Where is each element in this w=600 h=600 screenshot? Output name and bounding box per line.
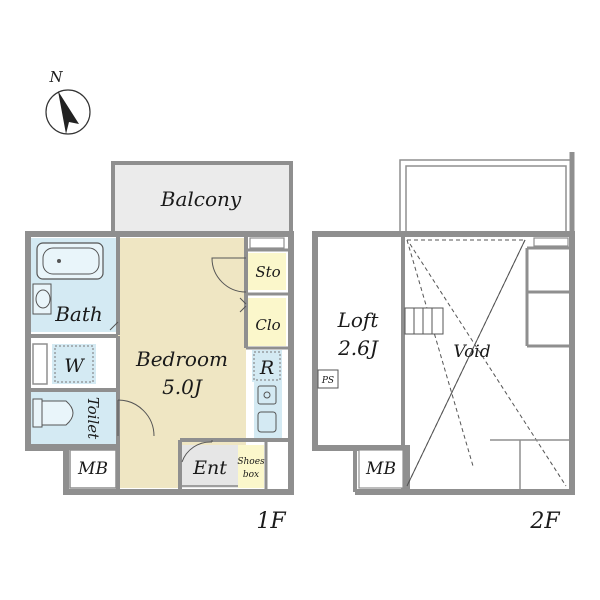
bedroom-label: Bedroom bbox=[135, 347, 228, 371]
meter-box-1f-label: MB bbox=[77, 459, 108, 479]
toilet-label: Toilet bbox=[84, 397, 102, 440]
balcony-window bbox=[124, 231, 240, 237]
bath-door bbox=[109, 321, 119, 331]
bath-label: Bath bbox=[54, 302, 103, 326]
walls-2f bbox=[312, 152, 575, 495]
entrance-label: Ent bbox=[192, 457, 227, 479]
walls-1f bbox=[25, 231, 294, 495]
toilet-icon bbox=[32, 398, 74, 428]
closet-door bbox=[239, 297, 247, 313]
entrance-door bbox=[181, 440, 213, 463]
compass: N bbox=[45, 68, 91, 135]
washer-area bbox=[52, 344, 96, 384]
fridge-box bbox=[253, 351, 281, 381]
washbasin-icon bbox=[32, 283, 52, 315]
closet-area bbox=[248, 298, 286, 346]
ladder-icon bbox=[404, 307, 444, 335]
compass-north-label: N bbox=[48, 68, 63, 86]
bedroom-size-label: 5.0J bbox=[162, 375, 203, 399]
compass-needle-icon bbox=[58, 91, 79, 134]
meter-box-2f bbox=[358, 449, 404, 489]
kitchen-icon bbox=[257, 385, 277, 433]
loft-window bbox=[312, 290, 318, 358]
upper-balcony-outline bbox=[399, 159, 573, 234]
shoes-box-label-line2: box bbox=[243, 470, 259, 480]
lower-right-block bbox=[490, 439, 572, 490]
washer-box bbox=[54, 345, 94, 383]
meter-box-1f bbox=[69, 449, 117, 489]
pipe-space-box bbox=[317, 369, 339, 389]
void-label: Void bbox=[453, 342, 490, 362]
fridge-label: R bbox=[259, 357, 274, 379]
compass-circle bbox=[45, 89, 91, 135]
closet-label: Clo bbox=[255, 316, 280, 334]
bathtub-icon bbox=[36, 242, 104, 280]
upper-top-niche bbox=[533, 237, 569, 247]
void-crosslines bbox=[406, 239, 567, 487]
storage-door bbox=[211, 257, 247, 293]
shoes-box-area bbox=[238, 445, 264, 488]
meter-box-2f-label: MB bbox=[365, 459, 396, 479]
pipe-space-label: PS bbox=[321, 376, 334, 386]
upper-balcony-inner bbox=[405, 165, 567, 234]
right-top-niche bbox=[249, 237, 285, 249]
loft-size-label: 2.6J bbox=[337, 336, 379, 360]
washer-label: W bbox=[64, 355, 85, 377]
shoes-box-label-line1: Shoes bbox=[237, 457, 265, 467]
loft-label: Loft bbox=[337, 308, 380, 332]
fridge-area bbox=[252, 350, 282, 382]
floor-2f: Loft 2.6J Void PS MB 2F bbox=[312, 152, 575, 534]
storage-label: Sto bbox=[255, 263, 280, 281]
floor-1f: Balcony Bath Sto Clo W Bedroom 5.0J R To… bbox=[25, 161, 294, 534]
side-niche bbox=[32, 343, 48, 385]
floor-2f-label: 2F bbox=[529, 509, 560, 534]
storage-area bbox=[248, 253, 286, 290]
balcony-label: Balcony bbox=[160, 187, 242, 211]
toilet-door bbox=[117, 399, 155, 437]
entrance-area bbox=[182, 445, 238, 488]
floor-1f-label: 1F bbox=[256, 509, 286, 534]
